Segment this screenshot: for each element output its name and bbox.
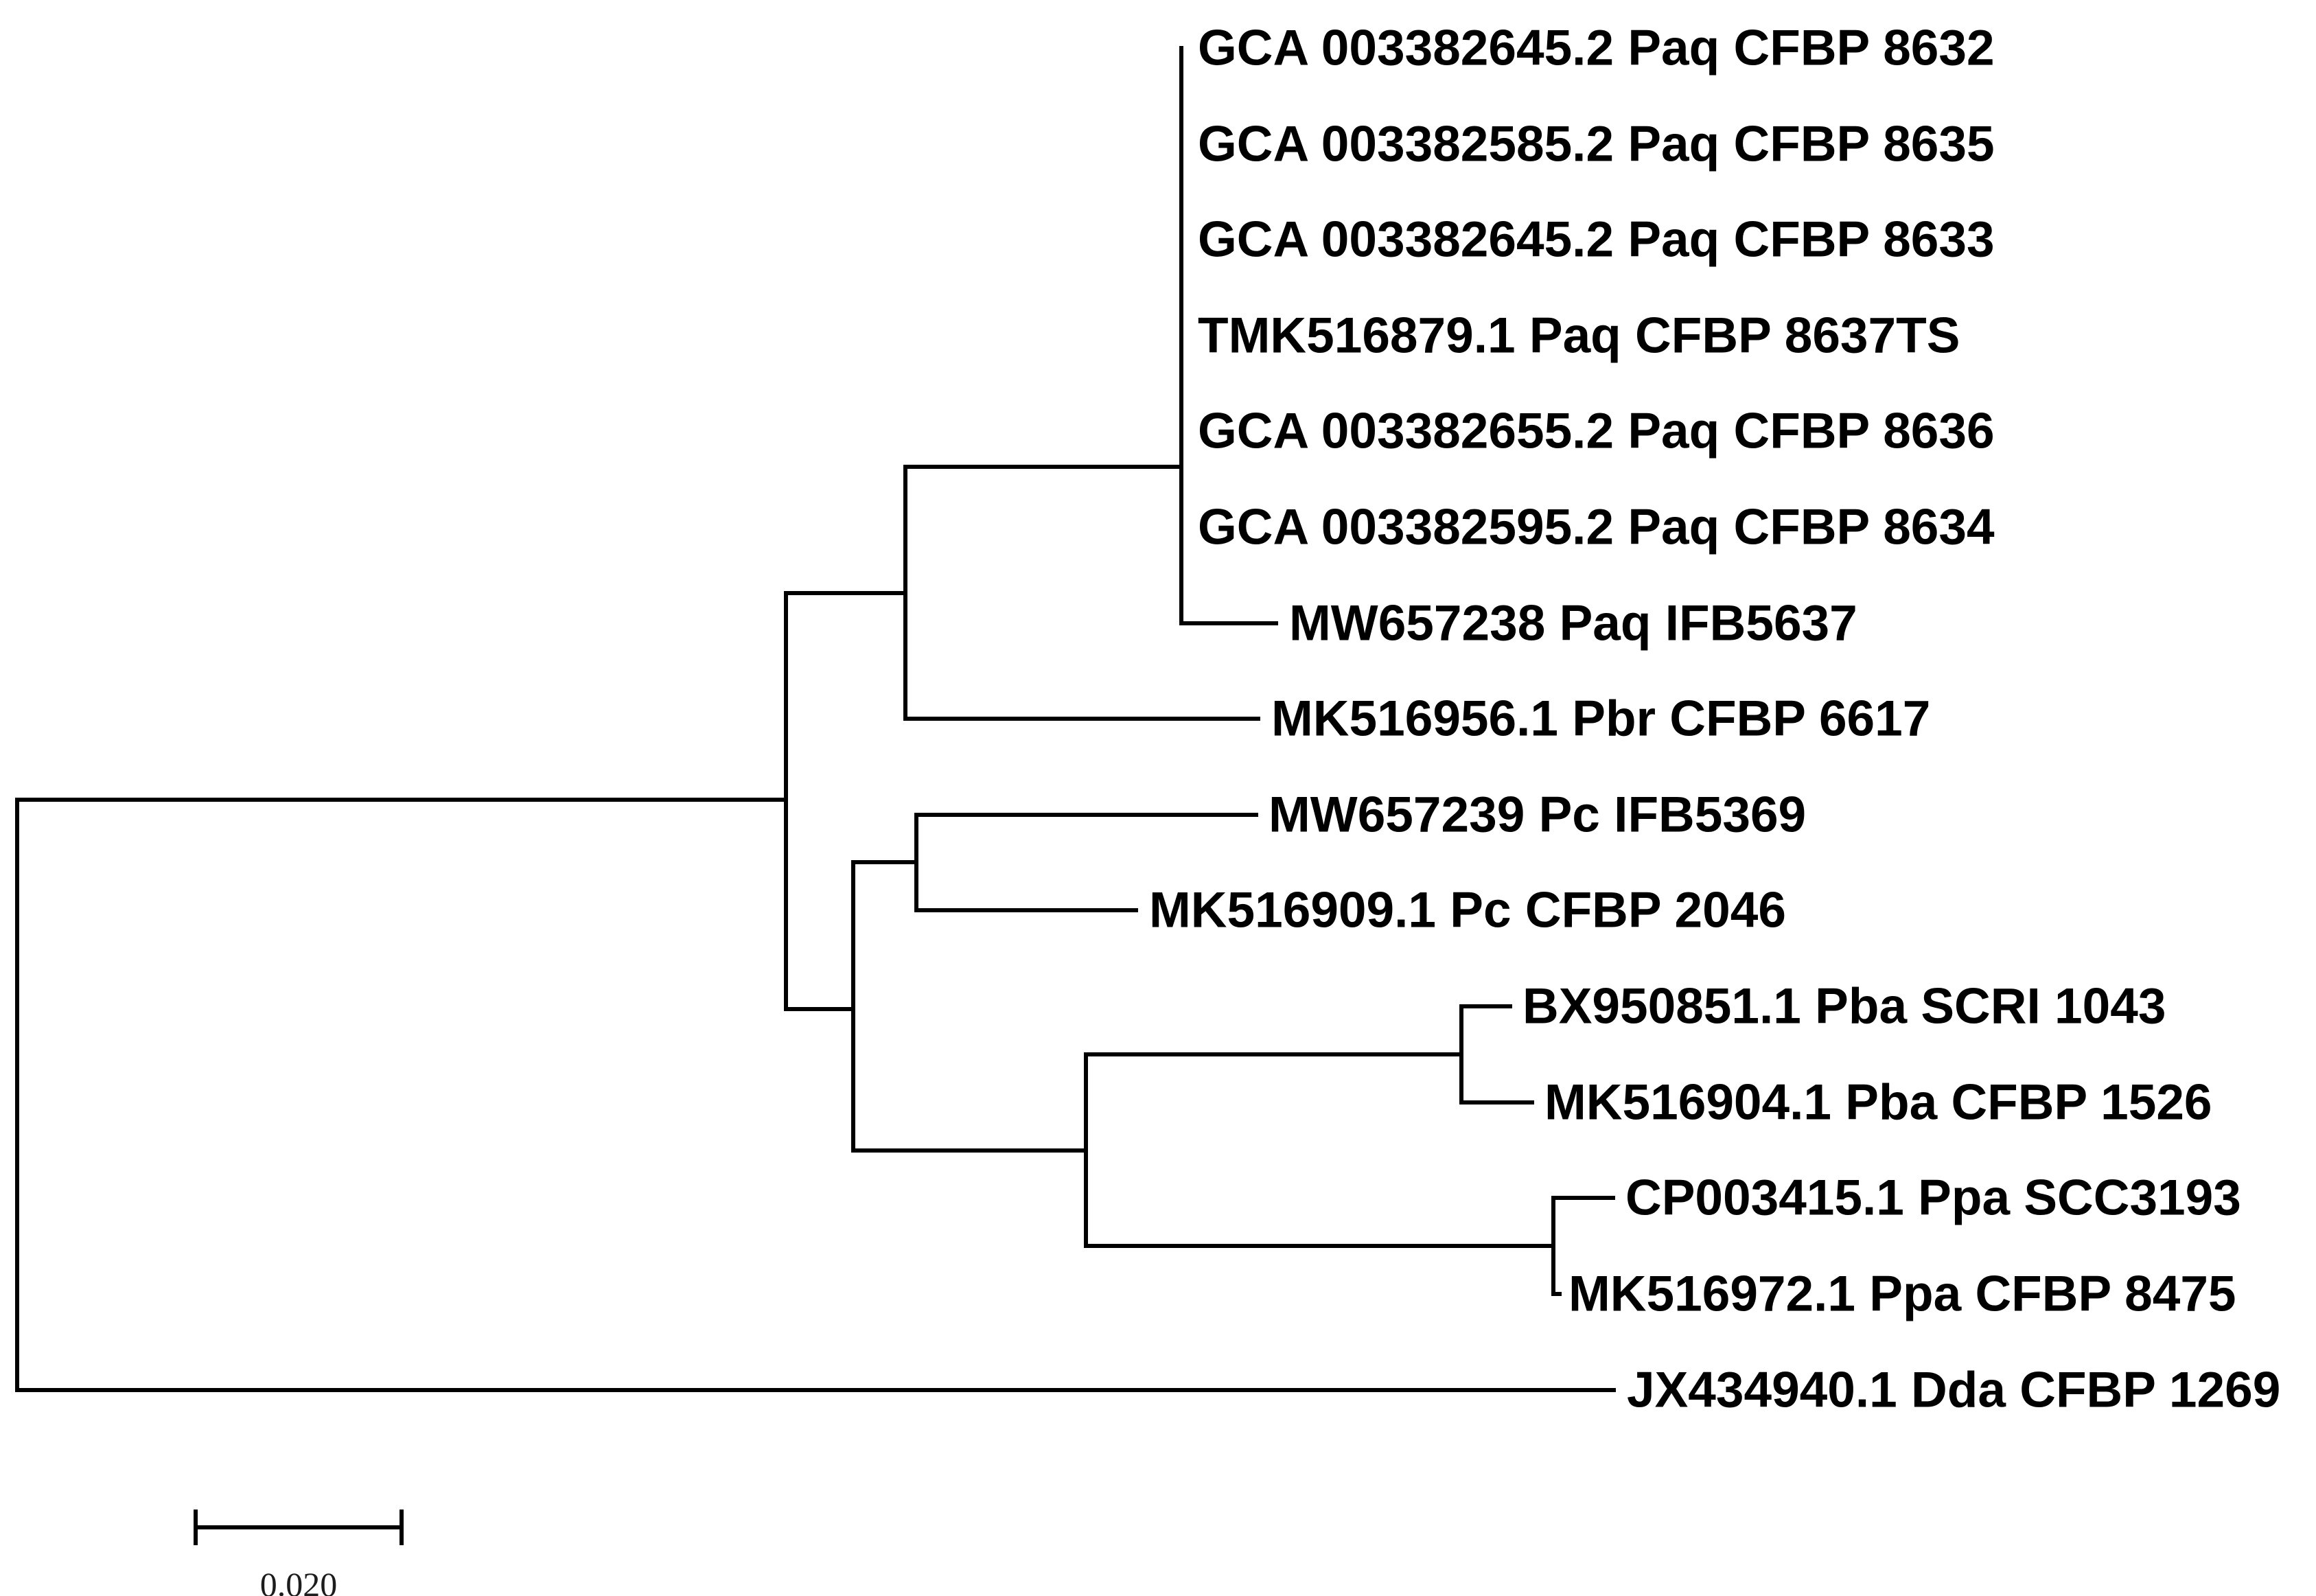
taxon-label: BX950851.1 Pba SCRI 1043 [1522,978,2166,1034]
branch-hline [1553,1196,1615,1200]
branch-hline [1553,1292,1562,1296]
taxon-label: MK516909.1 Pc CFBP 2046 [1149,882,1786,938]
branch-hline [1086,1052,1461,1056]
branch-hline [853,860,916,864]
taxon-label: GCA 003382585.2 Paq CFBP 8635 [1198,116,1995,172]
branch-hline [1461,1100,1534,1105]
branch-vline [1179,46,1183,625]
branch-hline [916,908,1138,912]
branch-vline [903,465,907,721]
taxon-label: CP003415.1 Ppa SCC3193 [1625,1170,2241,1226]
branch-hline [916,813,1258,817]
branch-hline [17,1388,1616,1392]
branch-hline [786,591,905,595]
branch-vline [1459,1004,1463,1105]
taxon-label: GCA 003382595.2 Paq CFBP 8634 [1198,499,1995,555]
scale-bar-label: 0.020 [259,1565,338,1596]
branch-vline [914,813,918,912]
taxon-label: GCA 003382655.2 Paq CFBP 8636 [1198,403,1995,459]
taxon-label: GCA 003382645.2 Paq CFBP 8633 [1198,211,1995,268]
scale-bar-endcap [194,1510,198,1545]
branch-vline [851,860,855,1153]
taxon-label: MK516904.1 Pba CFBP 1526 [1544,1074,2212,1131]
branch-hline [17,798,786,802]
branch-hline [905,717,1260,721]
scale-bar-line [196,1525,402,1529]
branch-hline [1461,1004,1512,1008]
branch-hline [905,465,1181,469]
branch-hline [1181,621,1278,625]
branch-vline [15,798,19,1392]
branch-hline [853,1148,1086,1153]
branch-vline [1084,1052,1088,1248]
branch-vline [1551,1196,1555,1296]
branch-hline [786,1007,853,1011]
taxon-label: MK516956.1 Pbr CFBP 6617 [1271,691,1931,747]
taxon-label: MK516972.1 Ppa CFBP 8475 [1568,1266,2236,1322]
taxon-label: JX434940.1 Dda CFBP 1269 [1627,1362,2281,1418]
taxon-label: TMK516879.1 Paq CFBP 8637TS [1198,308,1960,364]
taxon-label: MW657238 Paq IFB5637 [1289,595,1857,651]
taxon-label: GCA 003382645.2 Paq CFBP 8632 [1198,20,1995,76]
taxon-label: MW657239 Pc IFB5369 [1269,787,1807,843]
branch-vline [784,591,788,1011]
scale-bar-endcap [399,1510,404,1545]
branch-hline [1086,1244,1553,1248]
